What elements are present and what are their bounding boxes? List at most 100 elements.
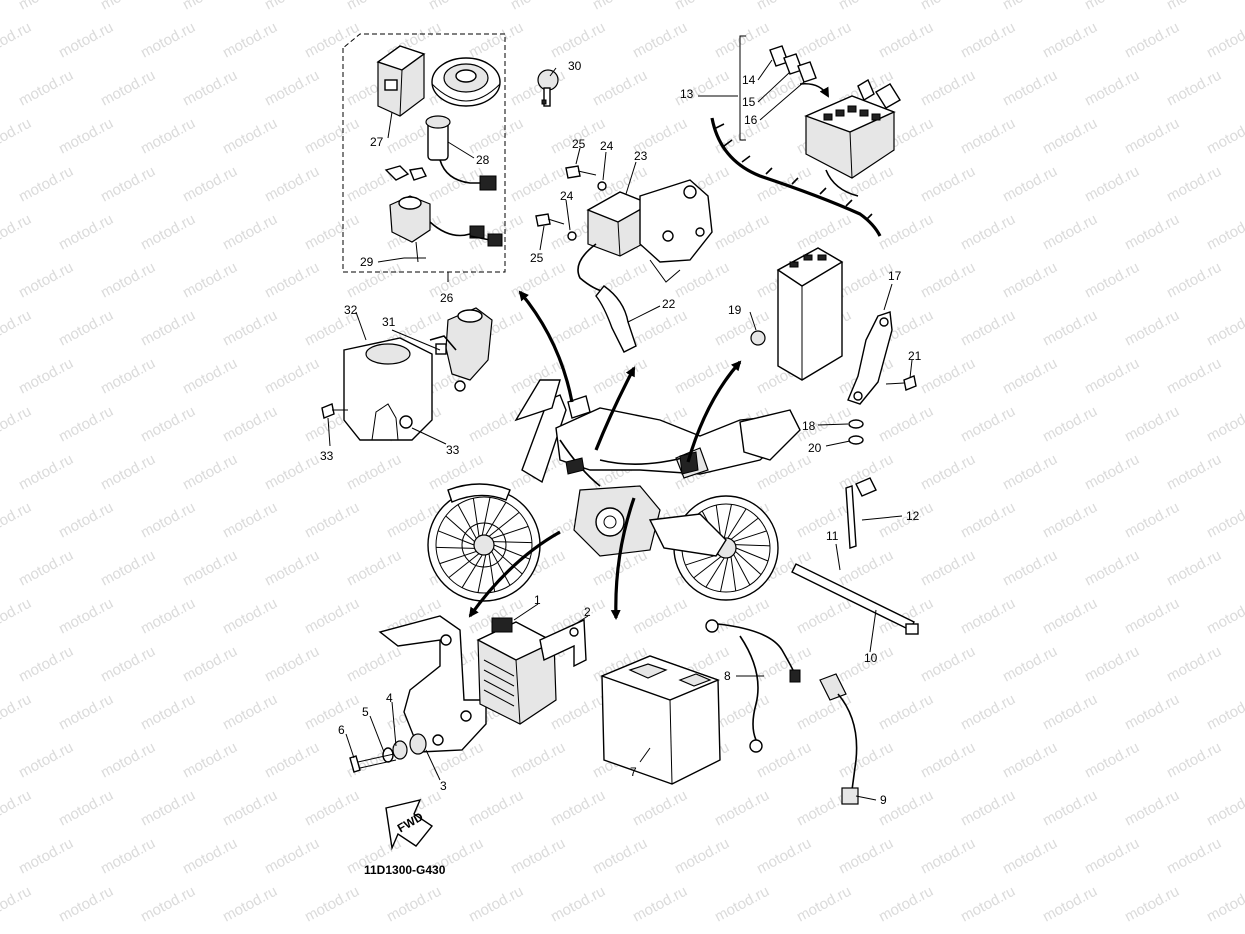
watermark-text: motod.ru (262, 0, 322, 14)
watermark-text: motod.ru (302, 691, 362, 734)
callout-17: 17 (888, 269, 902, 283)
watermark-text: motod.ru (180, 451, 240, 494)
wheel-spoke (727, 508, 747, 539)
callout-4: 4 (386, 691, 393, 705)
watermark-text: motod.ru (508, 259, 568, 302)
wheel-spoke (457, 504, 477, 539)
wheel-spoke (705, 557, 725, 588)
watermark-text: motod.ru (630, 787, 690, 830)
watermark-text: motod.ru (1082, 259, 1142, 302)
watermark-text: motod.ru (918, 643, 978, 686)
watermark-text: motod.ru (1122, 883, 1182, 926)
watermark-text: motod.ru (1040, 691, 1100, 734)
watermark-text: motod.ru (262, 451, 322, 494)
watermark-text: motod.ru (98, 451, 158, 494)
watermark-text: motod.ru (16, 547, 76, 590)
watermark-text: motod.ru (1122, 211, 1182, 254)
watermark-text: motod.ru (344, 547, 404, 590)
watermark-text: motod.ru (180, 0, 240, 14)
watermark-text: motod.ru (918, 67, 978, 110)
ecu-bracket-group (750, 247, 917, 445)
wheel-spoke (735, 551, 762, 575)
watermark-text: motod.ru (548, 883, 608, 926)
wheel-spoke (493, 541, 532, 544)
watermark-text: motod.ru (98, 355, 158, 398)
watermark-text: motod.ru (1122, 691, 1182, 734)
watermark-text: motod.ru (876, 883, 936, 926)
watermark-text: motod.ru (1122, 115, 1182, 158)
watermark-text: motod.ru (1164, 643, 1224, 686)
callout-2: 2 (584, 605, 591, 619)
key-set-group (342, 33, 506, 273)
watermark-text: motod.ru (466, 883, 526, 926)
watermark-text: motod.ru (180, 355, 240, 398)
watermark-text: motod.ru (138, 307, 198, 350)
watermark-text: motod.ru (466, 115, 526, 158)
watermark-text: motod.ru (302, 883, 362, 926)
watermark-text: motod.ru (0, 499, 34, 542)
watermark-text: motod.ru (712, 211, 772, 254)
watermark-text: motod.ru (98, 67, 158, 110)
wheel-spoke (735, 547, 769, 562)
wheel-spoke (730, 517, 759, 540)
watermark-text: motod.ru (262, 835, 322, 878)
watermark-text: motod.ru (1122, 499, 1182, 542)
watermark-text: motod.ru (1040, 883, 1100, 926)
callout-3: 3 (440, 779, 447, 793)
watermark-text: motod.ru (1204, 307, 1245, 350)
watermark-text: motod.ru (302, 787, 362, 830)
watermark-text: motod.ru (712, 595, 772, 638)
watermark-text: motod.ru (1082, 547, 1142, 590)
watermark-text: motod.ru (98, 643, 158, 686)
callout-25-bottom: 25 (530, 251, 544, 265)
watermark-text: motod.ru (1164, 163, 1224, 206)
watermark-text: motod.ru (918, 451, 978, 494)
callout-7: 7 (630, 765, 637, 779)
watermark-text: motod.ru (1000, 835, 1060, 878)
wheel-spoke (477, 554, 487, 593)
key (537, 69, 559, 107)
watermark-text: motod.ru (1000, 643, 1060, 686)
watermark-text: motod.ru (508, 835, 568, 878)
watermark-text: motod.ru (548, 19, 608, 62)
watermark-text: motod.ru (1000, 67, 1060, 110)
watermark-text: motod.ru (344, 451, 404, 494)
watermark-text: motod.ru (180, 643, 240, 686)
watermark-text: motod.ru (918, 355, 978, 398)
callout-28: 28 (476, 153, 490, 167)
callout-24-top: 24 (600, 139, 614, 153)
callout-16: 16 (744, 113, 758, 127)
watermark-text: motod.ru (16, 163, 76, 206)
watermark-text: motod.ru (56, 211, 116, 254)
callout-8: 8 (724, 669, 731, 683)
watermark-text: motod.ru (590, 67, 650, 110)
watermark-text: motod.ru (220, 691, 280, 734)
callout-27: 27 (370, 135, 384, 149)
watermark-text: motod.ru (1164, 835, 1224, 878)
main-switch (384, 115, 497, 191)
watermark-text: motod.ru (56, 307, 116, 350)
watermark-text: motod.ru (836, 835, 896, 878)
callout-1: 1 (534, 593, 541, 607)
callout-24-bottom: 24 (560, 189, 574, 203)
watermark-text: motod.ru (958, 499, 1018, 542)
watermark-text: motod.ru (1082, 163, 1142, 206)
watermark-text: motod.ru (1204, 883, 1245, 926)
callout-29: 29 (360, 255, 374, 269)
callout-22: 22 (662, 297, 676, 311)
watermark-text: motod.ru (16, 643, 76, 686)
watermark-text: motod.ru (56, 115, 116, 158)
watermark-text: motod.ru (138, 787, 198, 830)
watermark-text: motod.ru (384, 883, 444, 926)
watermark-text: motod.ru (754, 835, 814, 878)
watermark-text: motod.ru (712, 115, 772, 158)
watermark-text: motod.ru (56, 691, 116, 734)
watermark-text: motod.ru (876, 211, 936, 254)
watermark-text: motod.ru (1204, 403, 1245, 446)
watermark-text: motod.ru (836, 739, 896, 782)
watermark-text: motod.ru (590, 835, 650, 878)
watermark-text: motod.ru (56, 883, 116, 926)
watermark-text: motod.ru (16, 0, 76, 14)
watermark-text: motod.ru (344, 259, 404, 302)
watermark-text: motod.ru (1204, 499, 1245, 542)
